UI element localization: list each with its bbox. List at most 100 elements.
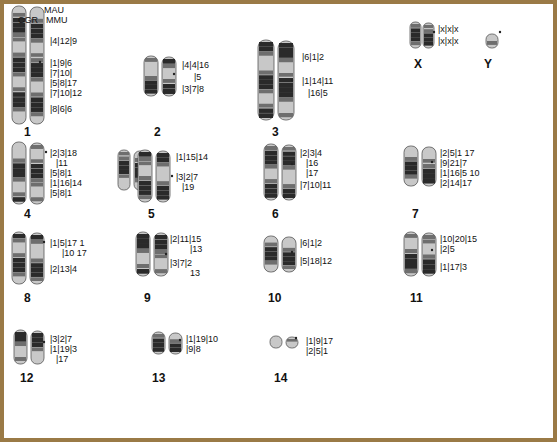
homology-label: |1|17|3 bbox=[440, 262, 467, 272]
chromatid bbox=[422, 147, 436, 186]
centromere-dot bbox=[43, 241, 45, 243]
chromatid bbox=[169, 333, 182, 354]
centromere-dot bbox=[173, 73, 175, 75]
homology-label: |2|5|1 17 bbox=[440, 148, 475, 158]
centromere-dot bbox=[295, 337, 297, 339]
homology-label: |6|1|2 bbox=[302, 52, 324, 62]
homology-label: |2|11|15 bbox=[170, 234, 201, 244]
chromosome-number: 4 bbox=[24, 208, 31, 221]
homology-label: |x|x|x bbox=[438, 24, 459, 34]
homology-label: 13 bbox=[190, 268, 200, 278]
homology-label: |9|8 bbox=[186, 344, 201, 354]
centromere-dot bbox=[179, 339, 181, 341]
chromatid bbox=[282, 237, 296, 272]
chromatid bbox=[138, 150, 152, 202]
centromere-dot bbox=[433, 31, 435, 33]
centromere-dot bbox=[431, 249, 433, 251]
figure-ground bbox=[4, 4, 553, 438]
homology-label: |9|21|7 bbox=[440, 158, 467, 168]
homology-label: |3|7|2 bbox=[170, 258, 192, 268]
homology-label: |17 bbox=[56, 354, 68, 364]
chromatid bbox=[264, 144, 278, 200]
centromere-dot bbox=[171, 175, 173, 177]
chromatid bbox=[422, 233, 436, 276]
chromatid bbox=[486, 34, 498, 48]
chromatid bbox=[258, 40, 274, 120]
homology-label: |17 bbox=[306, 168, 318, 178]
homology-label: |19 bbox=[182, 182, 194, 192]
homology-label: |16 bbox=[306, 158, 318, 168]
chromosome-number: 8 bbox=[24, 292, 31, 305]
chromatid bbox=[12, 142, 26, 204]
homology-label: |3|2|7 bbox=[176, 172, 198, 182]
homology-label: |1|9|17 bbox=[306, 336, 333, 346]
chromosome-number: 5 bbox=[148, 208, 155, 221]
homology-label: |10 17 bbox=[62, 248, 87, 258]
homology-label: |7|10|12 bbox=[50, 88, 82, 98]
chromatid bbox=[404, 232, 418, 276]
homology-label: MAU bbox=[44, 5, 64, 15]
homology-label: |2|13|4 bbox=[50, 264, 77, 274]
centromere-dot bbox=[291, 163, 293, 165]
chromatid bbox=[162, 57, 176, 96]
homology-label: |1|16|5 10 bbox=[440, 168, 480, 178]
homology-label: |3|7|8 bbox=[182, 84, 204, 94]
chromatid bbox=[118, 150, 130, 190]
homology-label: |1|14|11 bbox=[302, 76, 333, 86]
homology-label: |11 bbox=[56, 158, 68, 168]
chromatid bbox=[31, 331, 44, 364]
chromatid bbox=[12, 232, 26, 284]
homology-label: |1|9|6 bbox=[50, 58, 72, 68]
centromere-dot bbox=[43, 341, 45, 343]
chromosome-number: 11 bbox=[410, 292, 423, 305]
homology-label: |5|8|1 bbox=[50, 168, 72, 178]
centromere-dot bbox=[165, 253, 167, 255]
homology-label: |8|6|6 bbox=[50, 104, 72, 114]
homology-label: |16|5 bbox=[308, 88, 328, 98]
centromere-dot bbox=[45, 151, 47, 153]
chromatid bbox=[423, 23, 434, 48]
chromatid bbox=[156, 151, 170, 202]
homology-label: |7|10| bbox=[50, 68, 72, 78]
chromatid bbox=[144, 56, 158, 96]
homology-label: |2|3|4 bbox=[300, 148, 322, 158]
homology-label: |13 bbox=[190, 244, 202, 254]
chromatid bbox=[410, 22, 421, 48]
chromatid bbox=[270, 336, 282, 348]
chromatid bbox=[30, 233, 44, 284]
chromatid bbox=[282, 145, 296, 200]
chromatid bbox=[154, 233, 168, 276]
homology-label: |7|10|11 bbox=[300, 180, 331, 190]
chromosome-number: 1 bbox=[24, 126, 31, 139]
homology-label: |6|1|2 bbox=[300, 238, 322, 248]
chromatid bbox=[14, 330, 27, 364]
homology-label: |5 bbox=[194, 72, 201, 82]
homology-label: |1|16|14 bbox=[50, 178, 82, 188]
homology-label: |2|14|17 bbox=[440, 178, 472, 188]
chromatid bbox=[264, 236, 278, 272]
homology-label: |x|x|x bbox=[438, 36, 459, 46]
chromosome-number: 13 bbox=[152, 372, 165, 385]
homology-label: |5|8|17 bbox=[50, 78, 77, 88]
homology-label: |1|19|3 bbox=[50, 344, 77, 354]
centromere-dot bbox=[431, 161, 433, 163]
centromere-dot bbox=[499, 31, 501, 33]
chromosome-number: 10 bbox=[268, 292, 281, 305]
chromosome-pairs bbox=[12, 6, 501, 364]
chromosome-number: 7 bbox=[412, 208, 419, 221]
chromatid bbox=[30, 143, 44, 204]
chromatid bbox=[152, 332, 165, 354]
homology-label: |2|5 bbox=[440, 244, 455, 254]
chromosome-number: Y bbox=[484, 58, 492, 71]
homology-label: |1|5|17 1 bbox=[50, 238, 85, 248]
homology-label: CGR bbox=[18, 15, 38, 25]
homology-label: |4|4|16 bbox=[182, 60, 209, 70]
homology-label: |2|5|1 bbox=[306, 346, 328, 356]
centromere-dot bbox=[291, 79, 293, 81]
homology-label: |2|3|18 bbox=[50, 148, 77, 158]
chromosome-number: 9 bbox=[144, 292, 151, 305]
homology-label: |5|18|12 bbox=[300, 256, 332, 266]
homology-label: |4|12|9 bbox=[50, 36, 77, 46]
chromosome-number: 3 bbox=[272, 126, 279, 139]
